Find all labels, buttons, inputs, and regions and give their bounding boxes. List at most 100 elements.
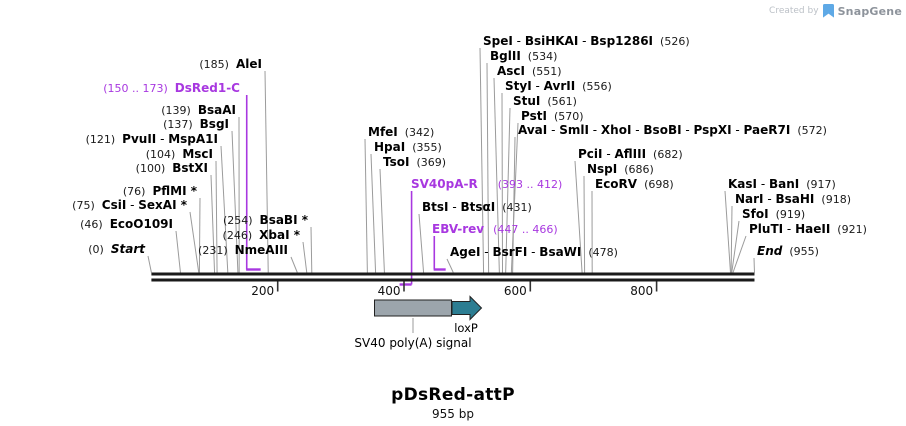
site-position: (534) <box>527 50 558 63</box>
site-label-ecorv[interactable]: EcoRV (698) <box>595 177 674 192</box>
site-position: (478) <box>588 246 618 259</box>
site-label-hpai[interactable]: HpaI(355) <box>374 140 442 155</box>
enzyme-name: BtsI <box>422 200 449 214</box>
sv40-polya-feature-label[interactable]: SV40 poly(A) signal <box>354 336 472 350</box>
site-label-ecoo109i[interactable]: (46)EcoO109I <box>80 217 173 232</box>
separator: - <box>126 198 139 212</box>
separator: - <box>783 222 796 236</box>
separator: - <box>156 132 169 146</box>
enzyme-name: PvuII <box>122 132 157 146</box>
site-position: (0) <box>88 243 104 256</box>
leader-line-msci <box>215 160 218 273</box>
site-position: (75) <box>72 199 95 212</box>
site-label-bsabi[interactable]: (254)BsaBI * <box>223 213 308 228</box>
site-position: (919) <box>775 208 806 221</box>
site-position: (431) <box>502 201 532 214</box>
map-backbone-top-strand[interactable] <box>151 272 755 276</box>
site-position: (526) <box>660 35 690 48</box>
site-label-asci[interactable]: AscI(551) <box>497 64 562 79</box>
site-label-bsaai[interactable]: (139)BsaAI <box>161 103 236 118</box>
loxp-feature-arrow[interactable] <box>451 295 483 321</box>
site-position: (100) <box>135 162 166 175</box>
leader-line-pvuii-mspa1i <box>220 145 229 273</box>
leader-line-nmeaiii <box>290 256 298 273</box>
loxp-feature-label[interactable]: loxP <box>454 321 478 335</box>
site-position: (185) <box>199 58 229 71</box>
enzyme-name: DsRed1-C <box>174 81 240 95</box>
site-label-alei[interactable]: (185)AleI <box>199 57 262 72</box>
site-position: (682) <box>653 148 683 161</box>
separator: - <box>588 123 601 137</box>
site-label-agei-bsrfi-bsawi[interactable]: AgeI - BsrFI - BsaWI(478) <box>450 245 618 260</box>
site-position: (570) <box>553 110 584 123</box>
site-label-start[interactable]: (0) Start <box>88 242 145 257</box>
enzyme-name: BglII <box>490 49 521 63</box>
site-position: (150 .. 173) <box>103 82 168 95</box>
enzyme-name: PluTI <box>749 222 784 236</box>
site-label-mfei[interactable]: MfeI(342) <box>368 125 434 140</box>
separator: - <box>763 192 776 206</box>
site-label-bsgi[interactable]: (137)BsgI <box>163 117 229 132</box>
enzyme-name: EcoRV <box>595 177 638 191</box>
site-label-csii-sexai[interactable]: (75)CsiI - SexAI * <box>72 198 187 213</box>
site-label-pflmi[interactable]: (76)PflMI * <box>123 184 197 199</box>
enzyme-name: HaeII <box>795 222 831 236</box>
leader-line-tsoi <box>379 168 385 273</box>
leader-line-stui <box>505 107 511 273</box>
site-label-sfoi[interactable]: SfoI(919) <box>742 207 805 222</box>
site-label-pcii-afliii[interactable]: PciI - AflIII(682) <box>578 147 683 162</box>
leader-line-spei-bsihkai-bsp1286i <box>479 47 485 273</box>
brand-name: SnapGene <box>837 4 902 18</box>
leader-line-bstxi <box>210 174 216 273</box>
site-label-pluti-haeii[interactable]: PluTI - HaeII(921) <box>749 222 867 237</box>
site-label-nspi[interactable]: NspI(686) <box>587 162 654 177</box>
leader-line-avai-smli-xhoi-bsobi-pspxi-paer7i <box>512 136 516 273</box>
site-label-msci[interactable]: (104)MscI <box>146 147 213 162</box>
site-label-bglii[interactable]: BglII (534) <box>490 49 557 64</box>
leader-line-kasi-bani <box>724 190 731 273</box>
enzyme-name: SV40pA-R <box>411 177 478 191</box>
primer-label-dsred1-c[interactable]: (150 .. 173) DsRed1-C <box>103 81 240 96</box>
enzyme-name: BsaHI <box>775 192 815 206</box>
site-position: (572) <box>797 124 827 137</box>
site-label-nari-bsahi[interactable]: NarI - BsaHI(918) <box>735 192 851 207</box>
leader-line-nari-bsahi <box>730 205 733 273</box>
site-label-stui[interactable]: StuI(561) <box>513 94 577 109</box>
site-label-btsi-bts-i[interactable]: BtsI - BtsαI(431) <box>422 200 532 215</box>
ruler-tick-label-400: 400 <box>378 284 401 298</box>
site-label-spei-bsihkai-bsp1286i[interactable]: SpeI - BsiHKAI - Bsp1286I(526) <box>483 34 690 49</box>
branding: Created by SnapGene <box>769 3 902 19</box>
site-label-xbai[interactable]: (246)XbaI * <box>223 228 300 243</box>
sv40-polya-feature-box[interactable] <box>374 299 452 317</box>
site-label-bstxi[interactable]: (100)BstXI <box>136 161 208 176</box>
site-label-end[interactable]: End(955) <box>757 244 819 259</box>
enzyme-name: AgeI <box>450 245 481 259</box>
site-label-nmeaiii[interactable]: (231)NmeAIII <box>198 243 288 258</box>
site-label-psti[interactable]: PstI(570) <box>521 109 584 124</box>
leader-line-bsgi <box>231 130 239 273</box>
site-position: (556) <box>582 80 612 93</box>
site-label-styi-avrii[interactable]: StyI - AvrII(556) <box>505 79 612 94</box>
site-label-tsoi[interactable]: TsoI(369) <box>383 155 446 170</box>
enzyme-name: EBV-rev <box>432 222 485 236</box>
site-label-kasi-bani[interactable]: KasI - BanI(917) <box>728 177 836 192</box>
map-backbone-bottom-strand[interactable] <box>151 278 755 282</box>
enzyme-name: XbaI * <box>259 228 300 242</box>
enzyme-name: XhoI <box>600 123 632 137</box>
primer-label-ebv-rev[interactable]: EBV-rev(447 .. 466) <box>432 222 558 237</box>
site-label-pvuii-mspa1i[interactable]: (121)PvuII - MspA1I <box>86 132 218 147</box>
leader-line-agei-bsrfi-bsawi <box>446 258 454 273</box>
enzyme-name: AvrII <box>543 79 576 93</box>
site-position: (561) <box>547 95 577 108</box>
site-label-avai-smli-xhoi-bsobi-pspxi-paer7i[interactable]: AvaI - SmlI - XhoI - BsoBI - PspXI - Pae… <box>518 123 827 138</box>
leader-line-pluti-haeii <box>732 235 747 273</box>
enzyme-name: End <box>757 244 783 258</box>
site-position: (698) <box>644 178 674 191</box>
primer-label-sv40pa-r[interactable]: SV40pA-R(393 .. 412) <box>411 177 562 192</box>
leader-line-asci <box>493 77 500 273</box>
enzyme-name: Start <box>110 242 145 256</box>
enzyme-name: HpaI <box>374 140 406 154</box>
separator: - <box>480 245 493 259</box>
